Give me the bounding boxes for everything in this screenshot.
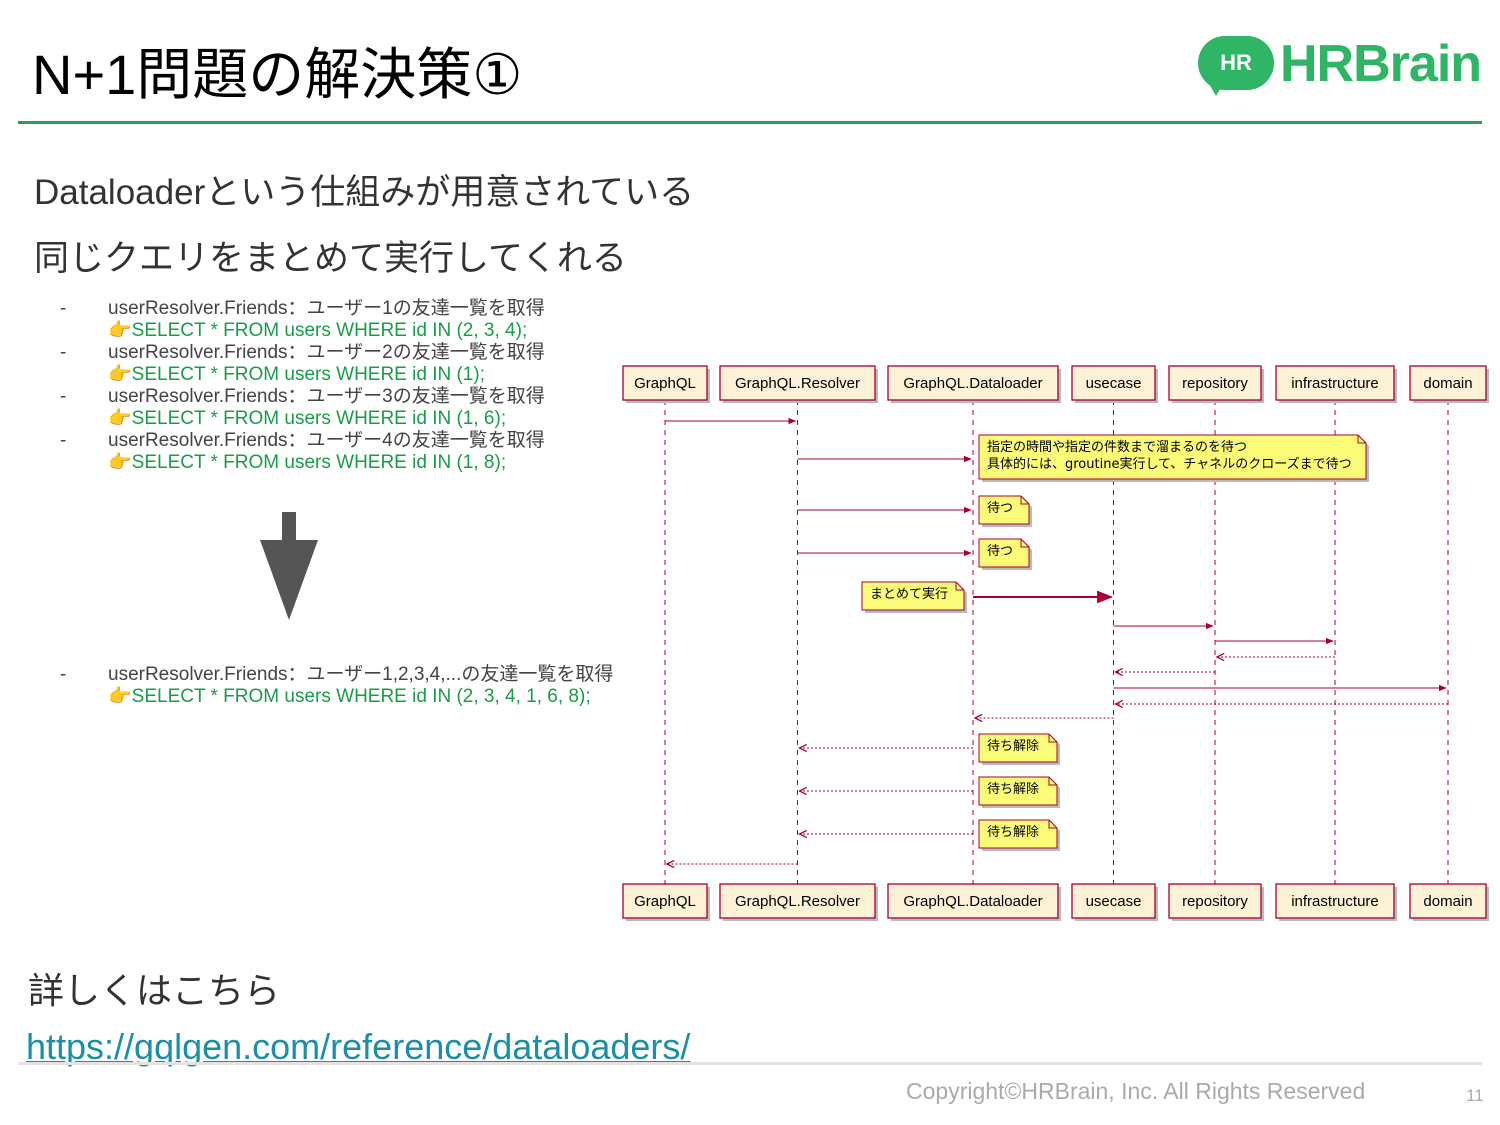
participant-label: repository	[1182, 375, 1248, 392]
footer-divider	[18, 1062, 1482, 1065]
list-item-sql: 👉SELECT * FROM users WHERE id IN (1, 6);	[108, 408, 507, 429]
participant-label: GraphQL.Dataloader	[903, 375, 1042, 392]
description-line-1: Dataloaderという仕組みが用意されている	[34, 173, 695, 212]
list-bullet: -	[60, 430, 67, 451]
participant-label: GraphQL	[634, 893, 696, 910]
participant-label: GraphQL.Dataloader	[903, 893, 1042, 910]
title-divider	[18, 121, 1482, 124]
participant-box	[1168, 365, 1262, 401]
more-info-label: 詳しくはこちら	[28, 970, 281, 1011]
participant-box	[622, 365, 708, 401]
note-fold	[1048, 777, 1057, 786]
participant-box	[1409, 365, 1487, 401]
list-item-sql: 👉SELECT * FROM users WHERE id IN (1, 8);	[108, 452, 507, 473]
list-item-text: userResolver.Friends：ユーザー1の友達一覧を取得	[108, 298, 545, 319]
participant-label: usecase	[1086, 893, 1142, 910]
list-item-text: userResolver.Friends：ユーザー1,2,3,4,...の友達一…	[108, 664, 614, 685]
list-item-text: userResolver.Friends：ユーザー3の友達一覧を取得	[108, 386, 545, 407]
list-item-sql: 👉SELECT * FROM users WHERE id IN (1);	[108, 364, 485, 385]
logo-wordmark: HRBrain	[1280, 35, 1482, 93]
participant-box	[1275, 883, 1395, 919]
page-number: 11	[1466, 1086, 1484, 1105]
down-arrow-icon	[260, 512, 318, 620]
list-bullet: -	[60, 342, 67, 363]
note-box	[978, 434, 1367, 480]
participant-label: GraphQL	[634, 375, 696, 392]
logo-badge: HR	[1198, 36, 1274, 90]
participant-label: domain	[1423, 375, 1472, 392]
list-bullet: -	[60, 386, 67, 407]
note-fold	[1020, 539, 1029, 548]
note-text: まとめて実行	[870, 586, 948, 602]
participant-label: usecase	[1086, 375, 1142, 392]
list-bullet: -	[60, 298, 67, 319]
participant-box	[887, 883, 1059, 919]
participant-label: infrastructure	[1291, 893, 1379, 910]
copyright: Copyright©HRBrain, Inc. All Rights Reser…	[906, 1078, 1366, 1104]
participant-box	[1168, 883, 1262, 919]
hrbrain-logo: HR HRBrain	[1198, 34, 1488, 98]
participant-box	[719, 883, 876, 919]
list-bullet: -	[60, 664, 67, 685]
note-box	[978, 819, 1058, 849]
note-box	[978, 495, 1030, 525]
list-item-sql: 👉SELECT * FROM users WHERE id IN (2, 3, …	[108, 320, 528, 341]
participant-label: infrastructure	[1291, 375, 1379, 392]
note-text: 待ち解除	[987, 825, 1039, 840]
note-text: 待つ	[987, 544, 1013, 559]
note-text: 待ち解除	[987, 739, 1039, 754]
participant-label: GraphQL.Resolver	[735, 893, 860, 910]
participant-label: domain	[1423, 893, 1472, 910]
participant-box	[622, 883, 708, 919]
note-text: 待ち解除	[987, 782, 1039, 797]
note-box	[978, 776, 1058, 806]
note-box	[978, 733, 1058, 763]
participant-label: repository	[1182, 893, 1248, 910]
note-fold	[1048, 820, 1057, 829]
participant-box	[1409, 883, 1487, 919]
sequence-diagram: GraphQLGraphQLGraphQL.ResolverGraphQL.Re…	[622, 365, 1489, 921]
note-text: 指定の時間や指定の件数まで溜まるのを待つ	[987, 440, 1247, 455]
note-text: 具体的には、groutine実行して、チャネルのクローズまで待つ	[987, 456, 1352, 472]
participant-box	[719, 365, 876, 401]
note-text: 待つ	[987, 501, 1013, 516]
list-item-text: userResolver.Friends：ユーザー2の友達一覧を取得	[108, 342, 545, 363]
slide-title: N+1問題の解決策①	[32, 43, 523, 106]
participant-box	[1071, 883, 1156, 919]
dataloaders-link[interactable]: https://gqlgen.com/reference/dataloaders…	[26, 1026, 691, 1067]
participant-box	[1275, 365, 1395, 401]
description-line-2: 同じクエリをまとめて実行してくれる	[34, 239, 627, 278]
participant-box	[887, 365, 1059, 401]
note-fold	[1357, 435, 1366, 444]
list-item-sql: 👉SELECT * FROM users WHERE id IN (2, 3, …	[108, 686, 591, 707]
participant-box	[1071, 365, 1156, 401]
note-fold	[1020, 496, 1029, 505]
list-item-text: userResolver.Friends：ユーザー4の友達一覧を取得	[108, 430, 545, 451]
note-fold	[1048, 734, 1057, 743]
note-fold	[955, 582, 964, 591]
note-box	[978, 538, 1030, 568]
note-box	[861, 581, 965, 611]
participant-label: GraphQL.Resolver	[735, 375, 860, 392]
